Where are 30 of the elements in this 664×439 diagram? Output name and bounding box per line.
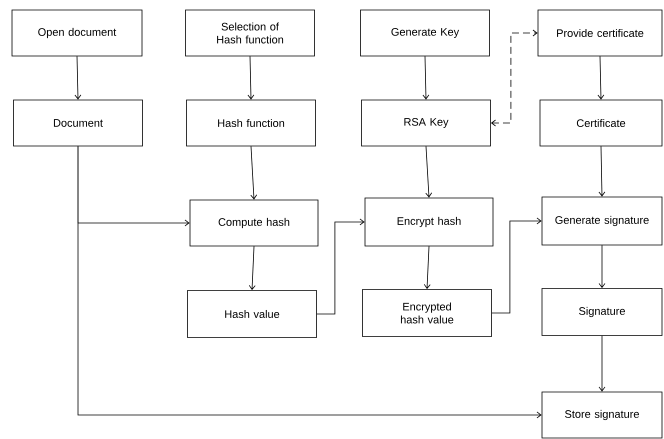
process-box: Generate Key (360, 10, 490, 56)
arrow (598, 245, 606, 288)
process-box: Store signature (542, 392, 662, 438)
arrow (492, 218, 542, 314)
arrow (598, 336, 606, 392)
arrow (422, 56, 430, 100)
process-box: Certificate (540, 100, 662, 146)
process-box: Encrypt hash (364, 198, 494, 246)
process-box: Selection of Hash function (185, 10, 315, 56)
arrow (316, 218, 365, 314)
process-box: Signature (542, 288, 662, 336)
process-box: Generate signature (542, 196, 662, 246)
process-box: Compute hash (190, 200, 318, 246)
arrow (74, 56, 82, 100)
process-box: Open document (12, 10, 142, 56)
arrow (78, 146, 542, 418)
arrow (598, 56, 604, 100)
process-box: Encrypted hash value (362, 289, 492, 337)
process-box: Hash function (186, 100, 316, 146)
arrow (598, 146, 606, 197)
arrow (490, 30, 538, 126)
process-box: Hash value (187, 290, 317, 338)
process-box: Provide certificate (538, 10, 662, 56)
process-box: RSA Key (361, 100, 491, 146)
arrow (248, 56, 254, 100)
arrow (250, 146, 258, 200)
arrow (424, 246, 431, 290)
process-box: Document (13, 100, 143, 146)
arrow (248, 246, 256, 290)
arrow (425, 146, 432, 198)
